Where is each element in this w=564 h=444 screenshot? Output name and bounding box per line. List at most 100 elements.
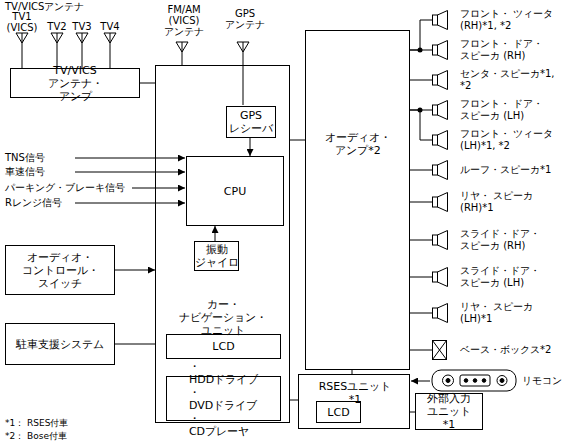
- box-label: GPS レシーバ: [229, 109, 273, 135]
- signal-wire: [132, 188, 185, 189]
- speaker-symbol: リヤ・ スピーカ (RH)*1: [432, 192, 448, 212]
- speaker-symbol: [432, 192, 448, 212]
- remote-symbol: [446, 379, 450, 383]
- speaker-label: リヤ・ スピーカ (RH)*1: [460, 190, 564, 214]
- connector-line: [410, 240, 432, 241]
- remote-symbol: [497, 376, 507, 386]
- speaker-symbol: [433, 135, 438, 145]
- speaker-symbol: [438, 41, 448, 60]
- connector-line: [410, 350, 432, 351]
- bass-box: ベース・ボックス*2: [432, 340, 447, 360]
- connector-line: [410, 170, 432, 171]
- speaker-symbol: [433, 165, 438, 175]
- junction-dot: [418, 48, 423, 53]
- speaker-symbol: [432, 230, 448, 250]
- amplifier-box: TV/VICS アンテナ・アンプ: [10, 68, 140, 98]
- system-box: 駐車支援システム: [5, 323, 115, 365]
- bass-box: [433, 341, 447, 360]
- signal-wire: [411, 381, 430, 382]
- remote-symbol: [432, 370, 516, 391]
- antenna-label: TV4: [100, 21, 119, 32]
- box-label: CPU: [224, 185, 246, 198]
- speaker-symbol: [432, 100, 448, 120]
- cpu-box: CPU: [186, 156, 284, 226]
- speaker-label: ベース・ボックス*2: [460, 344, 564, 356]
- amplifier-box: オーディオ・ アンプ*2: [305, 30, 410, 370]
- speaker-symbol: ルーフ・スピーカ*1: [432, 160, 448, 180]
- input-box: 外部入力 ユニット*1: [415, 393, 483, 430]
- remote-symbol: [460, 375, 490, 386]
- drive-box: ・HDDドライブ ・DVDドライブ ・CDプレーヤ: [166, 376, 281, 421]
- speaker-symbol: スライド・ドア・ スピーカ (RH): [432, 230, 448, 250]
- speaker-symbol: [432, 10, 448, 30]
- speaker-symbol: スライド・ドア・ スピーカ (LH): [432, 267, 448, 287]
- speaker-symbol: [432, 160, 448, 180]
- speaker-symbol: [438, 268, 448, 287]
- speaker-symbol: [438, 11, 448, 30]
- connector-line: [115, 270, 155, 271]
- signal-wire: [75, 158, 430, 381]
- speaker-symbol: [432, 303, 448, 323]
- connector-line: [410, 20, 432, 50]
- footnote: *1： RSES付車: [5, 418, 68, 428]
- speaker-symbol: [432, 40, 448, 60]
- signal-wire: [75, 172, 185, 173]
- speaker-symbol: [438, 231, 448, 250]
- footnote: *2： Bose付車: [5, 431, 67, 441]
- gyro-box: 振動 ジャイロ: [194, 241, 239, 271]
- speaker-symbol: [438, 193, 448, 212]
- junction-dot: [418, 108, 423, 113]
- remote-symbol: [500, 379, 504, 383]
- antenna-symbol: [51, 33, 63, 68]
- speaker-symbol: [433, 197, 438, 207]
- speaker-symbol: リヤ・ スピーカ (LH)*1: [432, 303, 448, 323]
- connector-line: [410, 313, 432, 314]
- speaker-symbol: [433, 235, 438, 245]
- box-label: カー・ナビゲーション・ ユニット: [179, 298, 267, 337]
- receiver-box: GPS レシーバ: [226, 106, 276, 138]
- speaker-symbol: [432, 130, 448, 150]
- connector-line: [215, 226, 216, 241]
- speaker-label: ルーフ・スピーカ*1: [460, 164, 564, 176]
- speaker-symbol: [432, 267, 448, 287]
- antenna-label: TV2: [47, 21, 66, 32]
- speaker-symbol: [438, 101, 448, 120]
- connector-line: [115, 344, 155, 345]
- antenna-symbol: [76, 33, 88, 68]
- connector-line: [140, 83, 155, 84]
- remote-symbol: [482, 379, 486, 383]
- connector-line: [290, 400, 298, 401]
- signal-label: パーキング・ブレーキ信号: [5, 182, 125, 193]
- speaker-symbol: [433, 75, 438, 85]
- box-label: オーディオ・ アンプ*2: [325, 131, 391, 157]
- connector-line: [410, 277, 432, 278]
- speaker-symbol: [433, 15, 438, 25]
- connector-line: [410, 80, 432, 81]
- speaker-symbol: フロント・ ドア・スピーカ (RH): [432, 40, 448, 60]
- speaker-label: フロント・ ツィータ (RH)*1, *2: [460, 8, 564, 32]
- speaker-label: リヤ・ スピーカ (LH)*1: [460, 301, 564, 325]
- box-label: オーディオ・ コントロール・ スイッチ: [22, 251, 99, 290]
- connector-line: [410, 110, 432, 111]
- antenna-label: TV3: [72, 21, 91, 32]
- speaker-symbol: [438, 161, 448, 180]
- unit-box: RSESユニット*1LCD: [298, 374, 410, 429]
- speaker-symbol: フロント・ ツィータ (LH)*1, *2: [432, 130, 448, 150]
- unit-box: カー・ナビゲーション・ ユニットGPS レシーバCPU振動 ジャイロLCD・HD…: [155, 65, 290, 423]
- box-label: 駐車支援システム: [16, 338, 104, 351]
- speaker-symbol: フロント・ ドア・スピーカ (LH): [432, 100, 448, 120]
- speaker-symbol: [433, 272, 438, 282]
- speaker-label: センタ・スピーカ*1, *2: [460, 68, 564, 92]
- part-label: リモコン: [522, 375, 562, 386]
- antenna-symbol: [16, 33, 249, 105]
- speaker-symbol: フロント・ ツィータ (RH)*1, *2: [432, 10, 448, 30]
- speaker-symbol: センタ・スピーカ*1, *2: [432, 70, 448, 90]
- speaker-label: スライド・ドア・ スピーカ (RH): [460, 228, 564, 252]
- bass-box: [432, 340, 447, 360]
- antenna-symbol: [16, 33, 28, 68]
- connector-line: [290, 140, 305, 141]
- signal-wire: [75, 203, 185, 204]
- connector-line: [410, 50, 432, 51]
- connector-line: [250, 138, 251, 156]
- box-label: 外部入力 ユニット*1: [427, 392, 471, 431]
